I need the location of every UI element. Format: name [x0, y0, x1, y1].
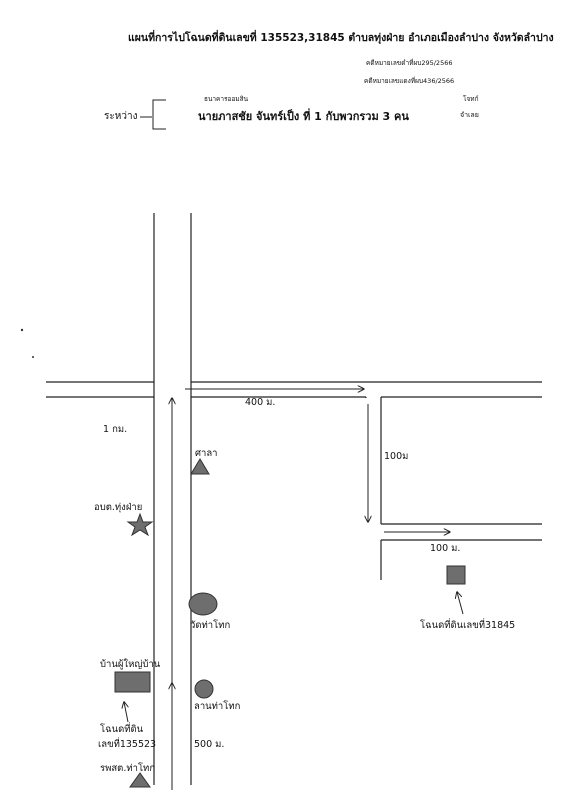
distance-500m-label: 500 ม. — [194, 739, 225, 750]
landmark-markers — [114, 458, 466, 788]
hospital-label: รพสต.ท่าโทก — [100, 763, 156, 774]
tao-label: อบต.ทุ่งฝ่าย — [94, 502, 143, 513]
distance-400m-label: 400 ม. — [245, 397, 276, 408]
temple-label: วัดท่าโทก — [190, 620, 231, 631]
case-black-number: คดีหมายเลขดำที่ผบ295/2566 — [366, 59, 453, 67]
road-network — [46, 213, 542, 785]
court-yard-label: ลานท่าโทก — [194, 701, 241, 712]
defendant-role: จำเลย — [460, 111, 479, 119]
party-bracket — [140, 99, 166, 130]
pointer-deed-135523 — [124, 702, 128, 723]
deed-31845-label: โฉนดที่ดินเลขที่31845 — [420, 620, 516, 631]
distance-1km-label: 1 กม. — [103, 424, 128, 435]
village-head-label: บ้านผู้ใหญ่บ้าน — [100, 659, 161, 670]
pointer-deed-31845 — [457, 592, 464, 615]
triangle-icon — [129, 772, 151, 788]
distance-100m-vertical-label: 100ม — [384, 451, 409, 462]
scan-speck — [32, 356, 34, 358]
circle-icon — [194, 679, 214, 699]
between-label: ระหว่าง — [104, 111, 138, 122]
scan-speck — [20, 328, 24, 332]
star-icon — [126, 512, 154, 537]
rectangle-icon — [114, 671, 151, 693]
route-arrows — [124, 389, 464, 790]
triangle-icon — [190, 458, 210, 475]
oval-icon — [188, 592, 218, 616]
distance-100m-horizontal-label: 100 ม. — [430, 543, 461, 554]
plaintiff-role: โจทก์ — [463, 95, 479, 103]
deed-135523-label-line2: เลขที่135523 — [98, 739, 157, 750]
plaintiff-name: ธนาคารออมสิน — [204, 95, 249, 103]
map-title: แผนที่การไปโฉนดที่ดินเลขที่ 135523,31845… — [128, 32, 554, 44]
deed-135523-label-line1: โฉนดที่ดิน — [100, 724, 144, 735]
defendant-name: นายภาสชัย จันทร์เป็ง ที่ 1 กับพวกรวม 3 ค… — [198, 110, 409, 123]
case-red-number: คดีหมายเลขแดงที่ผบ436/2566 — [364, 77, 455, 85]
square-icon — [446, 565, 466, 585]
sala-label: ศาลา — [195, 448, 218, 459]
